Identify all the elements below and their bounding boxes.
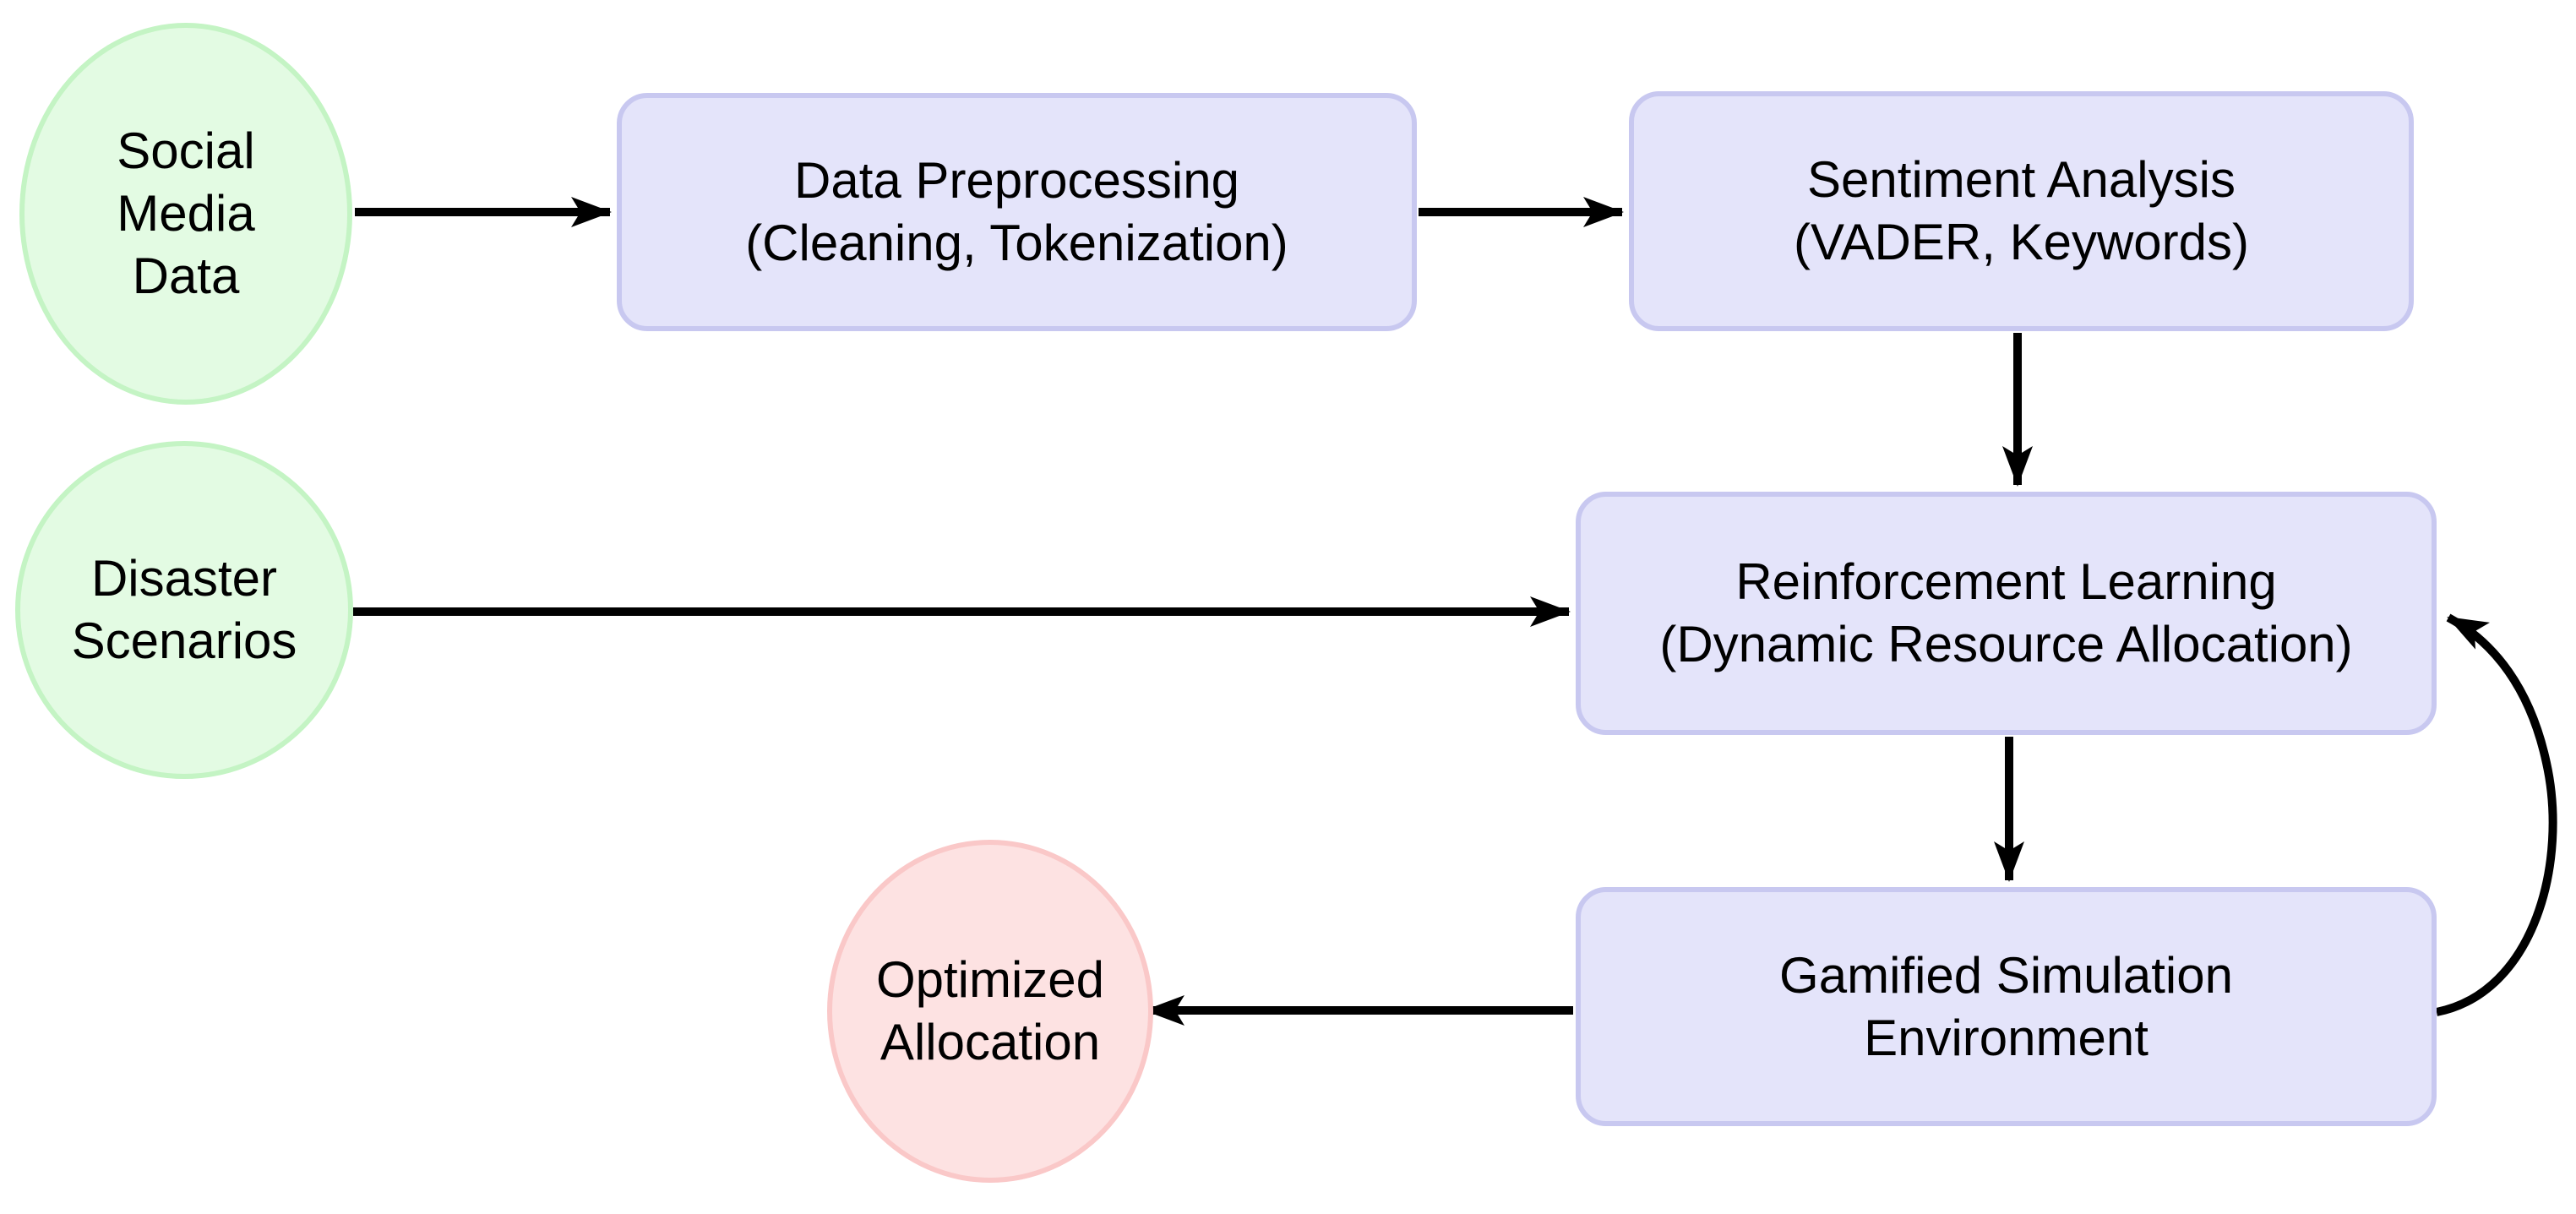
node-optimized-allocation: Optimized Allocation xyxy=(827,840,1153,1183)
node-gamified-simulation-label: Gamified Simulation Environment xyxy=(1779,946,2233,1066)
node-sentiment-analysis-label: Sentiment Analysis (VADER, Keywords) xyxy=(1793,151,2249,270)
edge-gamified-feedback-to-rl xyxy=(2436,613,2557,1016)
node-disaster-scenarios-label: Disaster Scenarios xyxy=(71,550,297,669)
node-reinforcement-learning-label: Reinforcement Learning (Dynamic Resource… xyxy=(1659,553,2353,672)
node-data-preprocessing-label: Data Preprocessing (Cleaning, Tokenizati… xyxy=(745,152,1288,271)
node-gamified-simulation: Gamified Simulation Environment xyxy=(1576,887,2437,1126)
node-social-media-data-label: Social Media Data xyxy=(117,122,255,304)
node-sentiment-analysis: Sentiment Analysis (VADER, Keywords) xyxy=(1629,91,2414,331)
node-reinforcement-learning: Reinforcement Learning (Dynamic Resource… xyxy=(1576,492,2437,735)
node-data-preprocessing: Data Preprocessing (Cleaning, Tokenizati… xyxy=(617,93,1417,331)
node-disaster-scenarios: Disaster Scenarios xyxy=(15,441,353,779)
node-optimized-allocation-label: Optimized Allocation xyxy=(875,951,1105,1070)
node-social-media-data: Social Media Data xyxy=(19,23,352,405)
